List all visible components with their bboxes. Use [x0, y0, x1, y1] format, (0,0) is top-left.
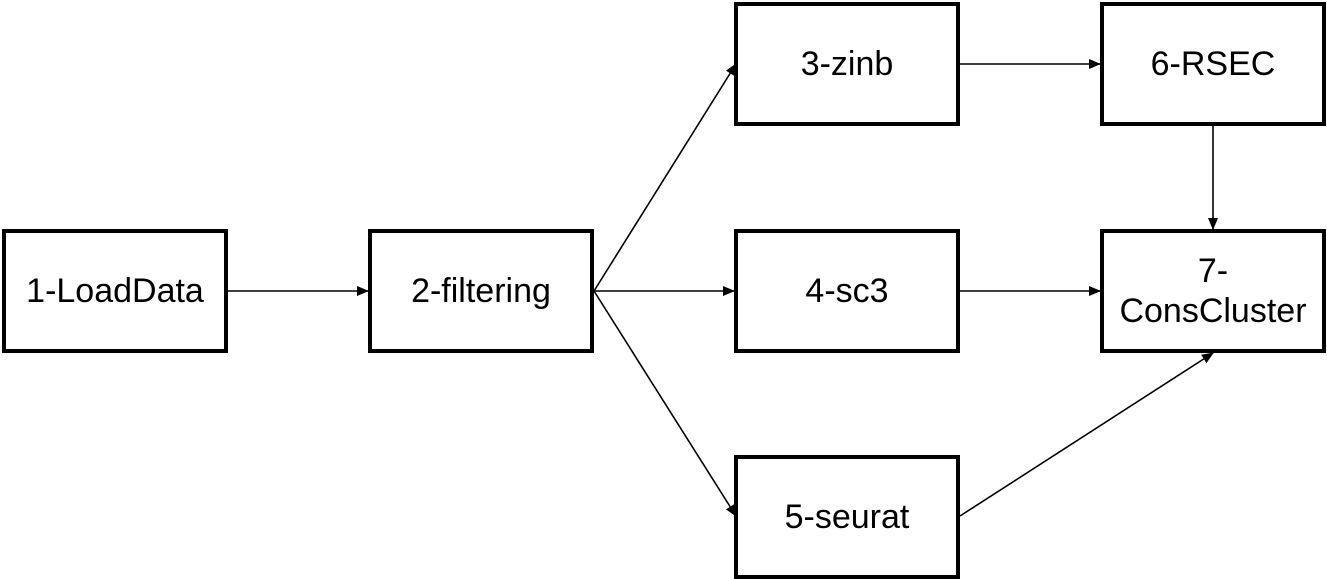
node-conscluster-label: 7- ConsCluster — [1119, 251, 1306, 331]
edge-seurat-to-conscluster — [959, 352, 1214, 517]
node-conscluster: 7- ConsCluster — [1100, 229, 1326, 353]
node-rsec-label: 6-RSEC — [1150, 45, 1276, 83]
node-loaddata-label: 1-LoadData — [26, 272, 204, 310]
edge-filtering-to-seurat — [593, 290, 737, 517]
node-sc3: 4-sc3 — [734, 229, 960, 353]
node-zinb-label: 3-zinb — [800, 45, 894, 83]
node-zinb: 3-zinb — [734, 2, 960, 126]
node-filtering-label: 2-filtering — [411, 272, 551, 310]
edge-filtering-to-zinb — [593, 63, 737, 292]
node-conscluster-label-line2: ConsCluster — [1119, 292, 1307, 330]
node-loaddata: 1-LoadData — [2, 229, 228, 353]
node-conscluster-label-line1: 7- — [1197, 252, 1229, 290]
node-sc3-label: 4-sc3 — [805, 272, 889, 310]
node-filtering: 2-filtering — [368, 229, 594, 353]
node-seurat-label: 5-seurat — [784, 498, 910, 536]
node-rsec: 6-RSEC — [1100, 2, 1326, 126]
node-seurat: 5-seurat — [734, 455, 960, 579]
